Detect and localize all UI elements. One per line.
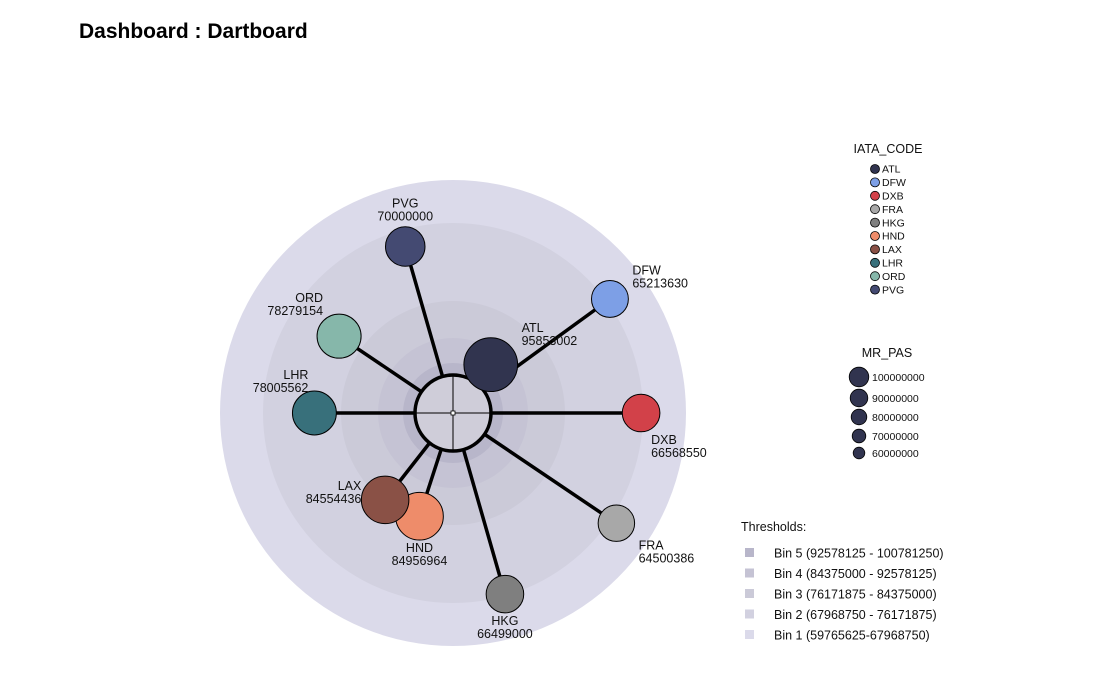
legend-label-hkg: HKG [882, 217, 905, 229]
color-legend-title: IATA_CODE [854, 142, 923, 156]
node-label-code: HND [406, 541, 433, 555]
node-lax[interactable] [360, 475, 410, 525]
thresholds-title: Thresholds: [741, 520, 806, 534]
legend-swatch-dxb [870, 190, 880, 201]
legend-swatch-fra [870, 204, 880, 215]
size-legend-swatch [848, 366, 870, 388]
node-atl[interactable] [463, 337, 519, 393]
legend-swatch-atl [870, 164, 880, 174]
node-label-value: 78005562 [253, 381, 309, 395]
size-legend: MR_PAS 100000000 90000000 80000000 70000000… [848, 346, 925, 460]
legend-swatch-hnd [870, 231, 880, 241]
hub-center [450, 410, 456, 416]
node-label-value: 78279154 [267, 304, 323, 318]
size-legend-swatch [850, 408, 868, 426]
node-label-code: HKG [491, 614, 518, 628]
node-ord[interactable] [316, 313, 362, 359]
node-hkg[interactable] [485, 574, 525, 614]
node-label-code: LHR [283, 368, 308, 382]
legend-label-ord: ORD [882, 271, 906, 283]
node-fra[interactable] [597, 504, 636, 542]
legend-label-dfw: DFW [882, 177, 906, 189]
legend-swatch-lhr [870, 257, 880, 268]
threshold-swatch [745, 589, 754, 598]
node-lhr[interactable] [291, 390, 337, 436]
legend-label-pvg: PVG [882, 284, 904, 296]
node-label-value: 84956964 [392, 554, 448, 568]
size-legend-label: 90000000 [872, 393, 919, 405]
node-label-value: 66499000 [477, 627, 533, 641]
threshold-swatch [745, 609, 754, 619]
legend-label-fra: FRA [882, 204, 903, 216]
threshold-swatch [745, 630, 754, 639]
node-label-value: 70000000 [377, 210, 433, 224]
threshold-label: Bin 3 (76171875 - 84375000) [774, 588, 937, 602]
size-legend-title: MR_PAS [862, 346, 912, 360]
size-legend-label: 60000000 [872, 448, 919, 460]
node-label-code: FRA [639, 538, 665, 552]
size-legend-label: 70000000 [872, 431, 919, 443]
legend-swatch-ord [870, 271, 880, 282]
threshold-label: Bin 5 (92578125 - 100781250) [774, 547, 944, 561]
legend-label-lhr: LHR [882, 258, 903, 270]
thresholds-legend: Thresholds: Bin 5 (92578125 - 100781250)… [741, 520, 944, 643]
node-label-code: LAX [338, 479, 362, 493]
hub [413, 373, 493, 453]
node-label-value: 84554436 [306, 492, 362, 506]
legend-swatch-hkg [870, 217, 880, 228]
legend-label-atl: ATL [882, 164, 901, 176]
node-label-code: PVG [392, 197, 418, 211]
node-label-value: 66568550 [651, 446, 707, 460]
size-legend-swatch [852, 446, 866, 460]
legend-swatch-dfw [870, 177, 880, 188]
threshold-label: Bin 4 (84375000 - 92578125) [774, 567, 937, 581]
size-legend-swatch [849, 388, 869, 408]
node-pvg[interactable] [384, 226, 426, 267]
nodes [291, 226, 661, 614]
page-title: Dashboard : Dartboard [79, 20, 308, 43]
node-dxb[interactable] [621, 393, 661, 433]
size-legend-label: 100000000 [872, 372, 925, 384]
threshold-label: Bin 2 (67968750 - 76171875) [774, 608, 937, 622]
node-label-value: 95853002 [522, 334, 578, 348]
size-legend-label: 80000000 [872, 412, 919, 424]
legend-label-lax: LAX [882, 244, 902, 256]
legend-label-hnd: HND [882, 231, 905, 243]
legend-swatch-pvg [870, 284, 880, 295]
node-label-code: ORD [295, 291, 323, 305]
node-label-code: DFW [632, 264, 661, 278]
size-legend-swatch [851, 428, 867, 444]
node-label-value: 65213630 [632, 277, 688, 291]
node-label-code: DXB [651, 433, 677, 447]
node-label-code: ATL [522, 321, 544, 335]
threshold-label: Bin 1 (59765625-67968750) [774, 629, 930, 643]
threshold-swatch [745, 548, 754, 557]
legend-label-dxb: DXB [882, 191, 904, 203]
node-dfw[interactable] [590, 280, 629, 318]
legend-swatch-lax [870, 244, 880, 255]
node-label-value: 64500386 [639, 551, 695, 565]
threshold-swatch [745, 568, 754, 578]
